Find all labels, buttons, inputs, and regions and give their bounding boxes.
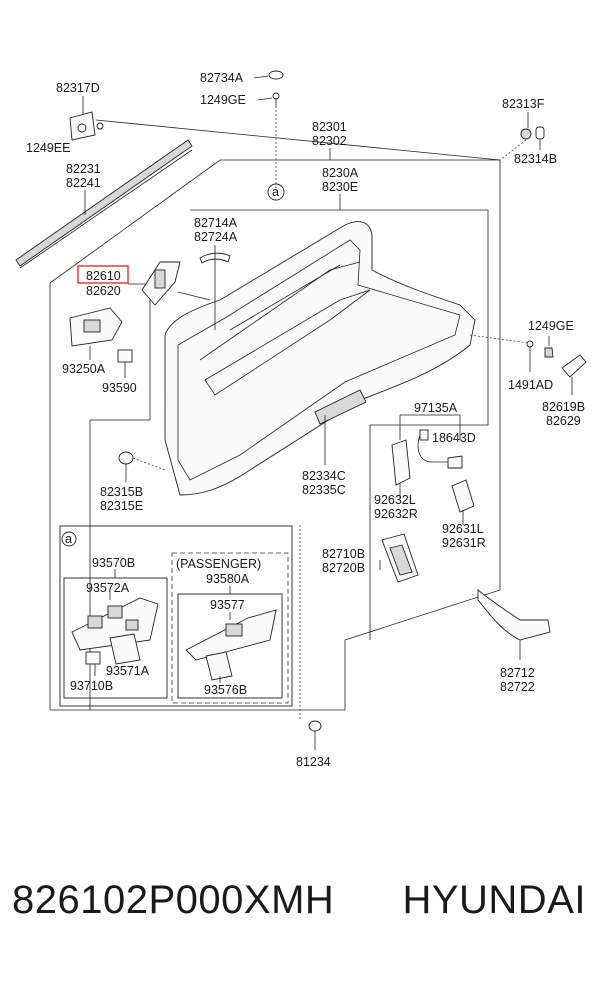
label-93710b: 93710B xyxy=(70,679,113,693)
weatherstrip-part xyxy=(15,139,193,269)
label-8230e: 8230E xyxy=(322,180,358,194)
label-1249ee: 1249EE xyxy=(26,141,70,155)
pull-handle-82714a-part xyxy=(199,245,231,330)
label-82714a: 82714A xyxy=(194,216,238,230)
label-92632r: 92632R xyxy=(374,507,418,521)
door-trim-parts-diagram: 82317D 1249EE 82231 82241 82734A 1249GE … xyxy=(15,70,587,769)
label-93250a: 93250A xyxy=(62,362,106,376)
label-passenger: (PASSENGER) xyxy=(176,557,261,571)
inset-switch-detail-box xyxy=(59,525,293,707)
label-82734a: 82734A xyxy=(200,71,244,85)
label-82724a: 82724A xyxy=(194,230,238,244)
label-82722: 82722 xyxy=(500,680,535,694)
label-1249ge-top: 1249GE xyxy=(200,93,246,107)
label-82710b: 82710B xyxy=(322,547,365,561)
label-82313f: 82313F xyxy=(502,97,545,111)
inside-handle-82610-part xyxy=(128,261,211,306)
label-97135a: 97135A xyxy=(414,401,458,415)
label-93577: 93577 xyxy=(210,598,245,612)
brand-name-text: HYUNDAI xyxy=(402,878,586,922)
label-82241: 82241 xyxy=(66,176,101,190)
fastener-82313f-part xyxy=(499,112,545,161)
label-1249ge-right: 1249GE xyxy=(528,319,574,333)
label-82335c: 82335C xyxy=(302,483,346,497)
label-93590: 93590 xyxy=(102,381,137,395)
courtesy-lamp-wiring-part xyxy=(391,414,475,525)
label-82315b: 82315B xyxy=(100,485,143,499)
footer-caption: 826102P000XMH HYUNDAI xyxy=(0,878,600,948)
label-82712: 82712 xyxy=(500,666,535,680)
label-1491ad: 1491AD xyxy=(508,378,553,392)
label-82620: 82620 xyxy=(86,284,121,298)
armrest-insert-82710b-part xyxy=(379,533,419,583)
callout-a-inset: a xyxy=(65,532,72,546)
label-18643d: 18643D xyxy=(432,431,476,445)
label-93580a: 93580A xyxy=(206,572,250,586)
inner-frame xyxy=(190,209,489,640)
callout-a-circle xyxy=(267,183,285,201)
label-82302: 82302 xyxy=(312,134,347,148)
label-82334c: 82334C xyxy=(302,469,346,483)
label-82720b: 82720B xyxy=(322,561,365,575)
cap-screw-top-part xyxy=(253,70,284,190)
part-number-text: 826102P000XMH xyxy=(12,878,335,922)
label-93570b: 93570B xyxy=(92,556,135,570)
label-81234: 81234 xyxy=(296,755,331,769)
door-trim-panel-part xyxy=(164,221,476,496)
label-82317d: 82317D xyxy=(56,81,100,95)
label-82315e: 82315E xyxy=(100,499,143,513)
lower-trim-82712-part xyxy=(477,589,551,660)
clip-82315b-part xyxy=(118,451,166,482)
switch-93590-part xyxy=(117,349,133,378)
bottom-screw-81234-part xyxy=(299,525,322,750)
label-8230a: 8230A xyxy=(322,166,359,180)
label-82629: 82629 xyxy=(546,414,581,428)
label-82231: 82231 xyxy=(66,162,101,176)
label-92632l: 92632L xyxy=(374,493,416,507)
window-switch-93250a-part xyxy=(69,307,123,360)
door-panel-frame xyxy=(89,300,151,710)
label-93576b: 93576B xyxy=(204,683,247,697)
label-82314b: 82314B xyxy=(514,152,557,166)
label-93571a: 93571A xyxy=(106,664,150,678)
assembly-frame-outline xyxy=(49,159,501,711)
label-82301: 82301 xyxy=(312,120,347,134)
highlighted-part-82610-box xyxy=(77,265,129,284)
label-82619b: 82619B xyxy=(542,400,585,414)
right-fasteners-part xyxy=(469,334,587,395)
label-93572a: 93572A xyxy=(86,581,130,595)
label-92631r: 92631R xyxy=(442,536,486,550)
callout-a-main: a xyxy=(272,185,279,199)
clip-82317d-part xyxy=(69,96,501,161)
label-92631l: 92631L xyxy=(442,522,484,536)
label-82610: 82610 xyxy=(86,269,121,283)
